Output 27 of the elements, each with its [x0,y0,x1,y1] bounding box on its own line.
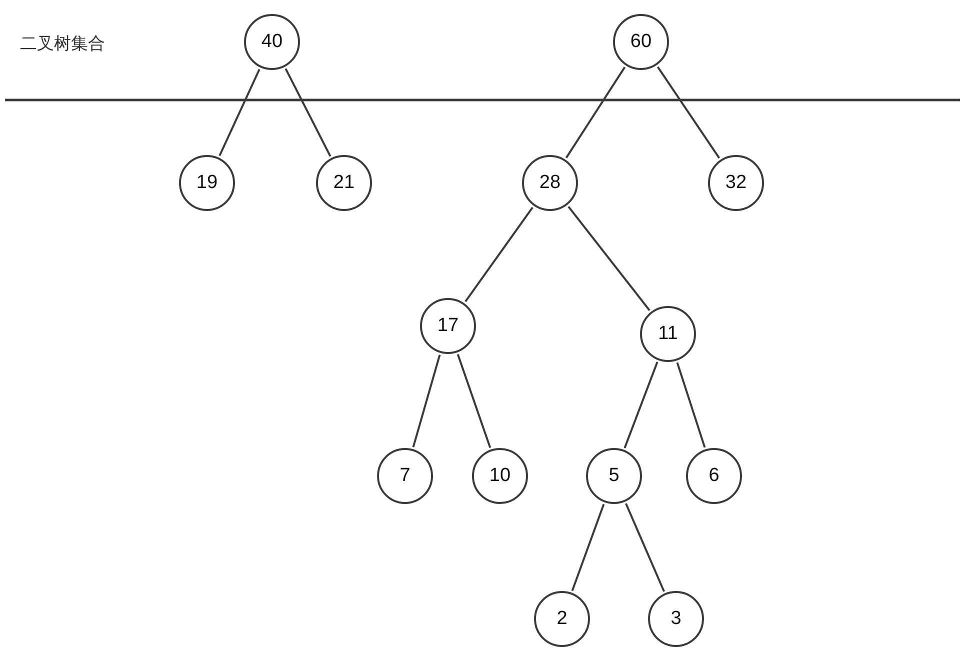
section-label: 二叉树集合 [20,33,105,55]
tree-node-circle: 21 [316,155,372,211]
tree-edge [625,503,665,592]
tree-edge [456,354,492,448]
tree-edge [568,206,650,311]
tree-node-circle: 7 [377,448,433,504]
tree-edge [571,504,605,592]
tree-node-circle: 11 [640,306,696,362]
tree-node-circle: 32 [708,155,764,211]
tree-node-circle: 19 [179,155,235,211]
tree-edge [565,66,626,158]
tree-edge [624,362,658,448]
tree-node-circle: 17 [420,298,476,354]
tree-edge [464,206,534,302]
tree-node-circle: 40 [244,14,300,70]
tree-edge [284,68,332,157]
tree-edge [412,354,441,448]
tree-node-circle: 28 [522,155,578,211]
tree-node-circle: 6 [686,448,742,504]
tree-edge [218,68,260,156]
tree-edge [676,362,706,448]
tree-node-circle: 3 [648,591,704,647]
tree-node-circle: 2 [534,591,590,647]
tree-node-circle: 5 [586,448,642,504]
tree-node-circle: 10 [472,448,528,504]
tree-edge [656,66,720,159]
tree-node-circle: 60 [613,14,669,70]
